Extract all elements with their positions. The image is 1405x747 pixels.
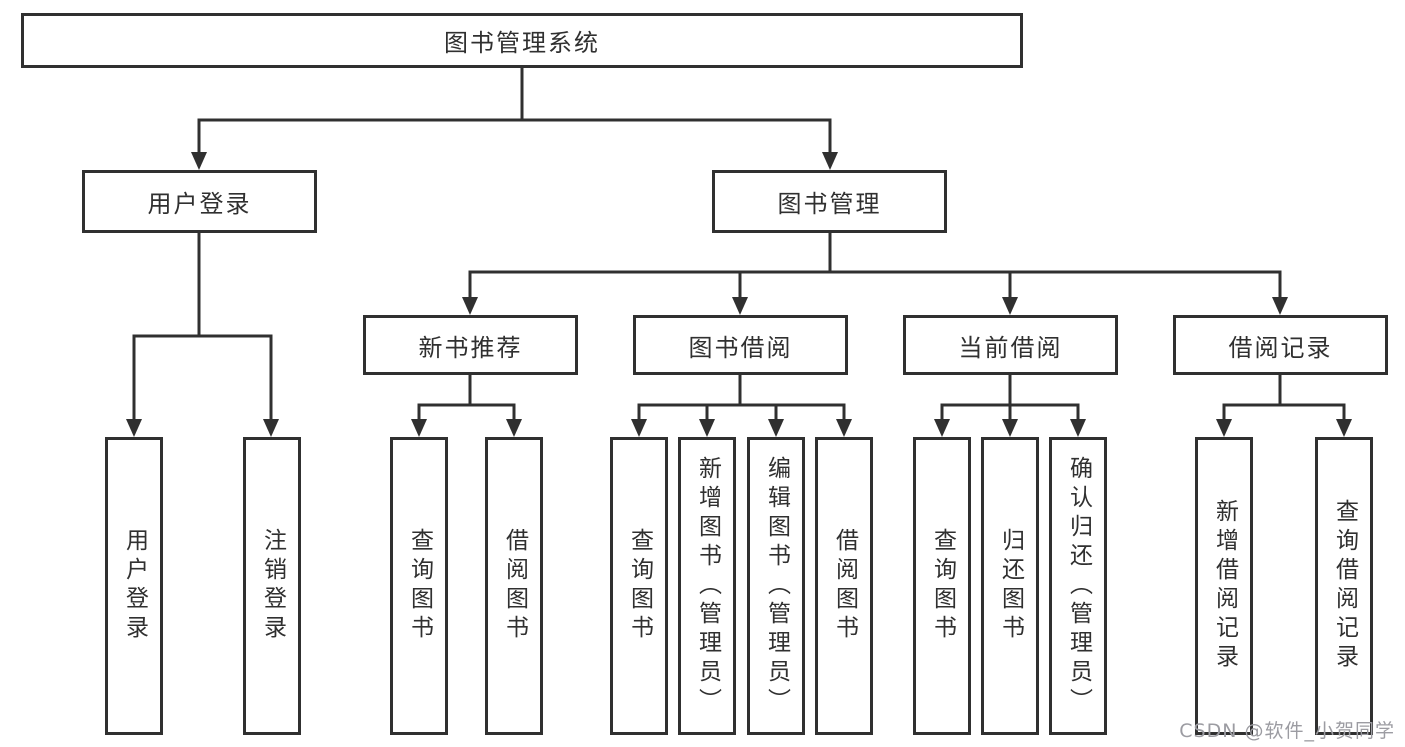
node-current-borrowing: 当前借阅	[903, 315, 1118, 375]
node-library-management-system: 图书管理系统	[21, 13, 1023, 68]
arrowhead-icon	[836, 419, 852, 437]
csdn-watermark: CSDN @软件_小贺同学	[1179, 720, 1395, 742]
leaf-confirm-return-admin: 确认归还（管理员）	[1049, 437, 1107, 735]
leaf-edit-books-admin: 编辑图书（管理员）	[747, 437, 805, 735]
node-book-borrowing: 图书借阅	[633, 315, 848, 375]
node-new-book-recommendation: 新书推荐	[363, 315, 578, 375]
node-borrowing-records: 借阅记录	[1173, 315, 1388, 375]
leaf-add-books-admin: 新增图书（管理员）	[678, 437, 736, 735]
arrowhead-icon	[1336, 419, 1352, 437]
leaf-logout: 注销登录	[243, 437, 301, 735]
leaf-user-login: 用户登录	[105, 437, 163, 735]
arrowhead-icon	[1070, 419, 1086, 437]
arrowhead-icon	[462, 297, 478, 315]
arrowhead-icon	[1216, 419, 1232, 437]
leaf-add-borrow-record: 新增借阅记录	[1195, 437, 1253, 735]
arrowhead-icon	[263, 419, 279, 437]
arrowhead-icon	[1002, 297, 1018, 315]
arrowhead-icon	[631, 419, 647, 437]
node-book-management: 图书管理	[712, 170, 947, 233]
arrowhead-icon	[191, 152, 207, 170]
leaf-query-borrow-record: 查询借阅记录	[1315, 437, 1373, 735]
leaf-borrow-books: 借阅图书	[815, 437, 873, 735]
arrowhead-icon	[411, 419, 427, 437]
arrowhead-icon	[732, 297, 748, 315]
leaf-query-books-borrowing: 查询图书	[610, 437, 668, 735]
arrowhead-icon	[1002, 419, 1018, 437]
node-user-login: 用户登录	[82, 170, 317, 233]
leaf-query-books-current: 查询图书	[913, 437, 971, 735]
arrowhead-icon	[768, 419, 784, 437]
arrowhead-icon	[1272, 297, 1288, 315]
arrowhead-icon	[934, 419, 950, 437]
arrowhead-icon	[699, 419, 715, 437]
arrowhead-icon	[822, 152, 838, 170]
arrowhead-icon	[506, 419, 522, 437]
arrowhead-icon	[126, 419, 142, 437]
leaf-return-books: 归还图书	[981, 437, 1039, 735]
leaf-borrow-books-recommend: 借阅图书	[485, 437, 543, 735]
leaf-query-books-recommend: 查询图书	[390, 437, 448, 735]
